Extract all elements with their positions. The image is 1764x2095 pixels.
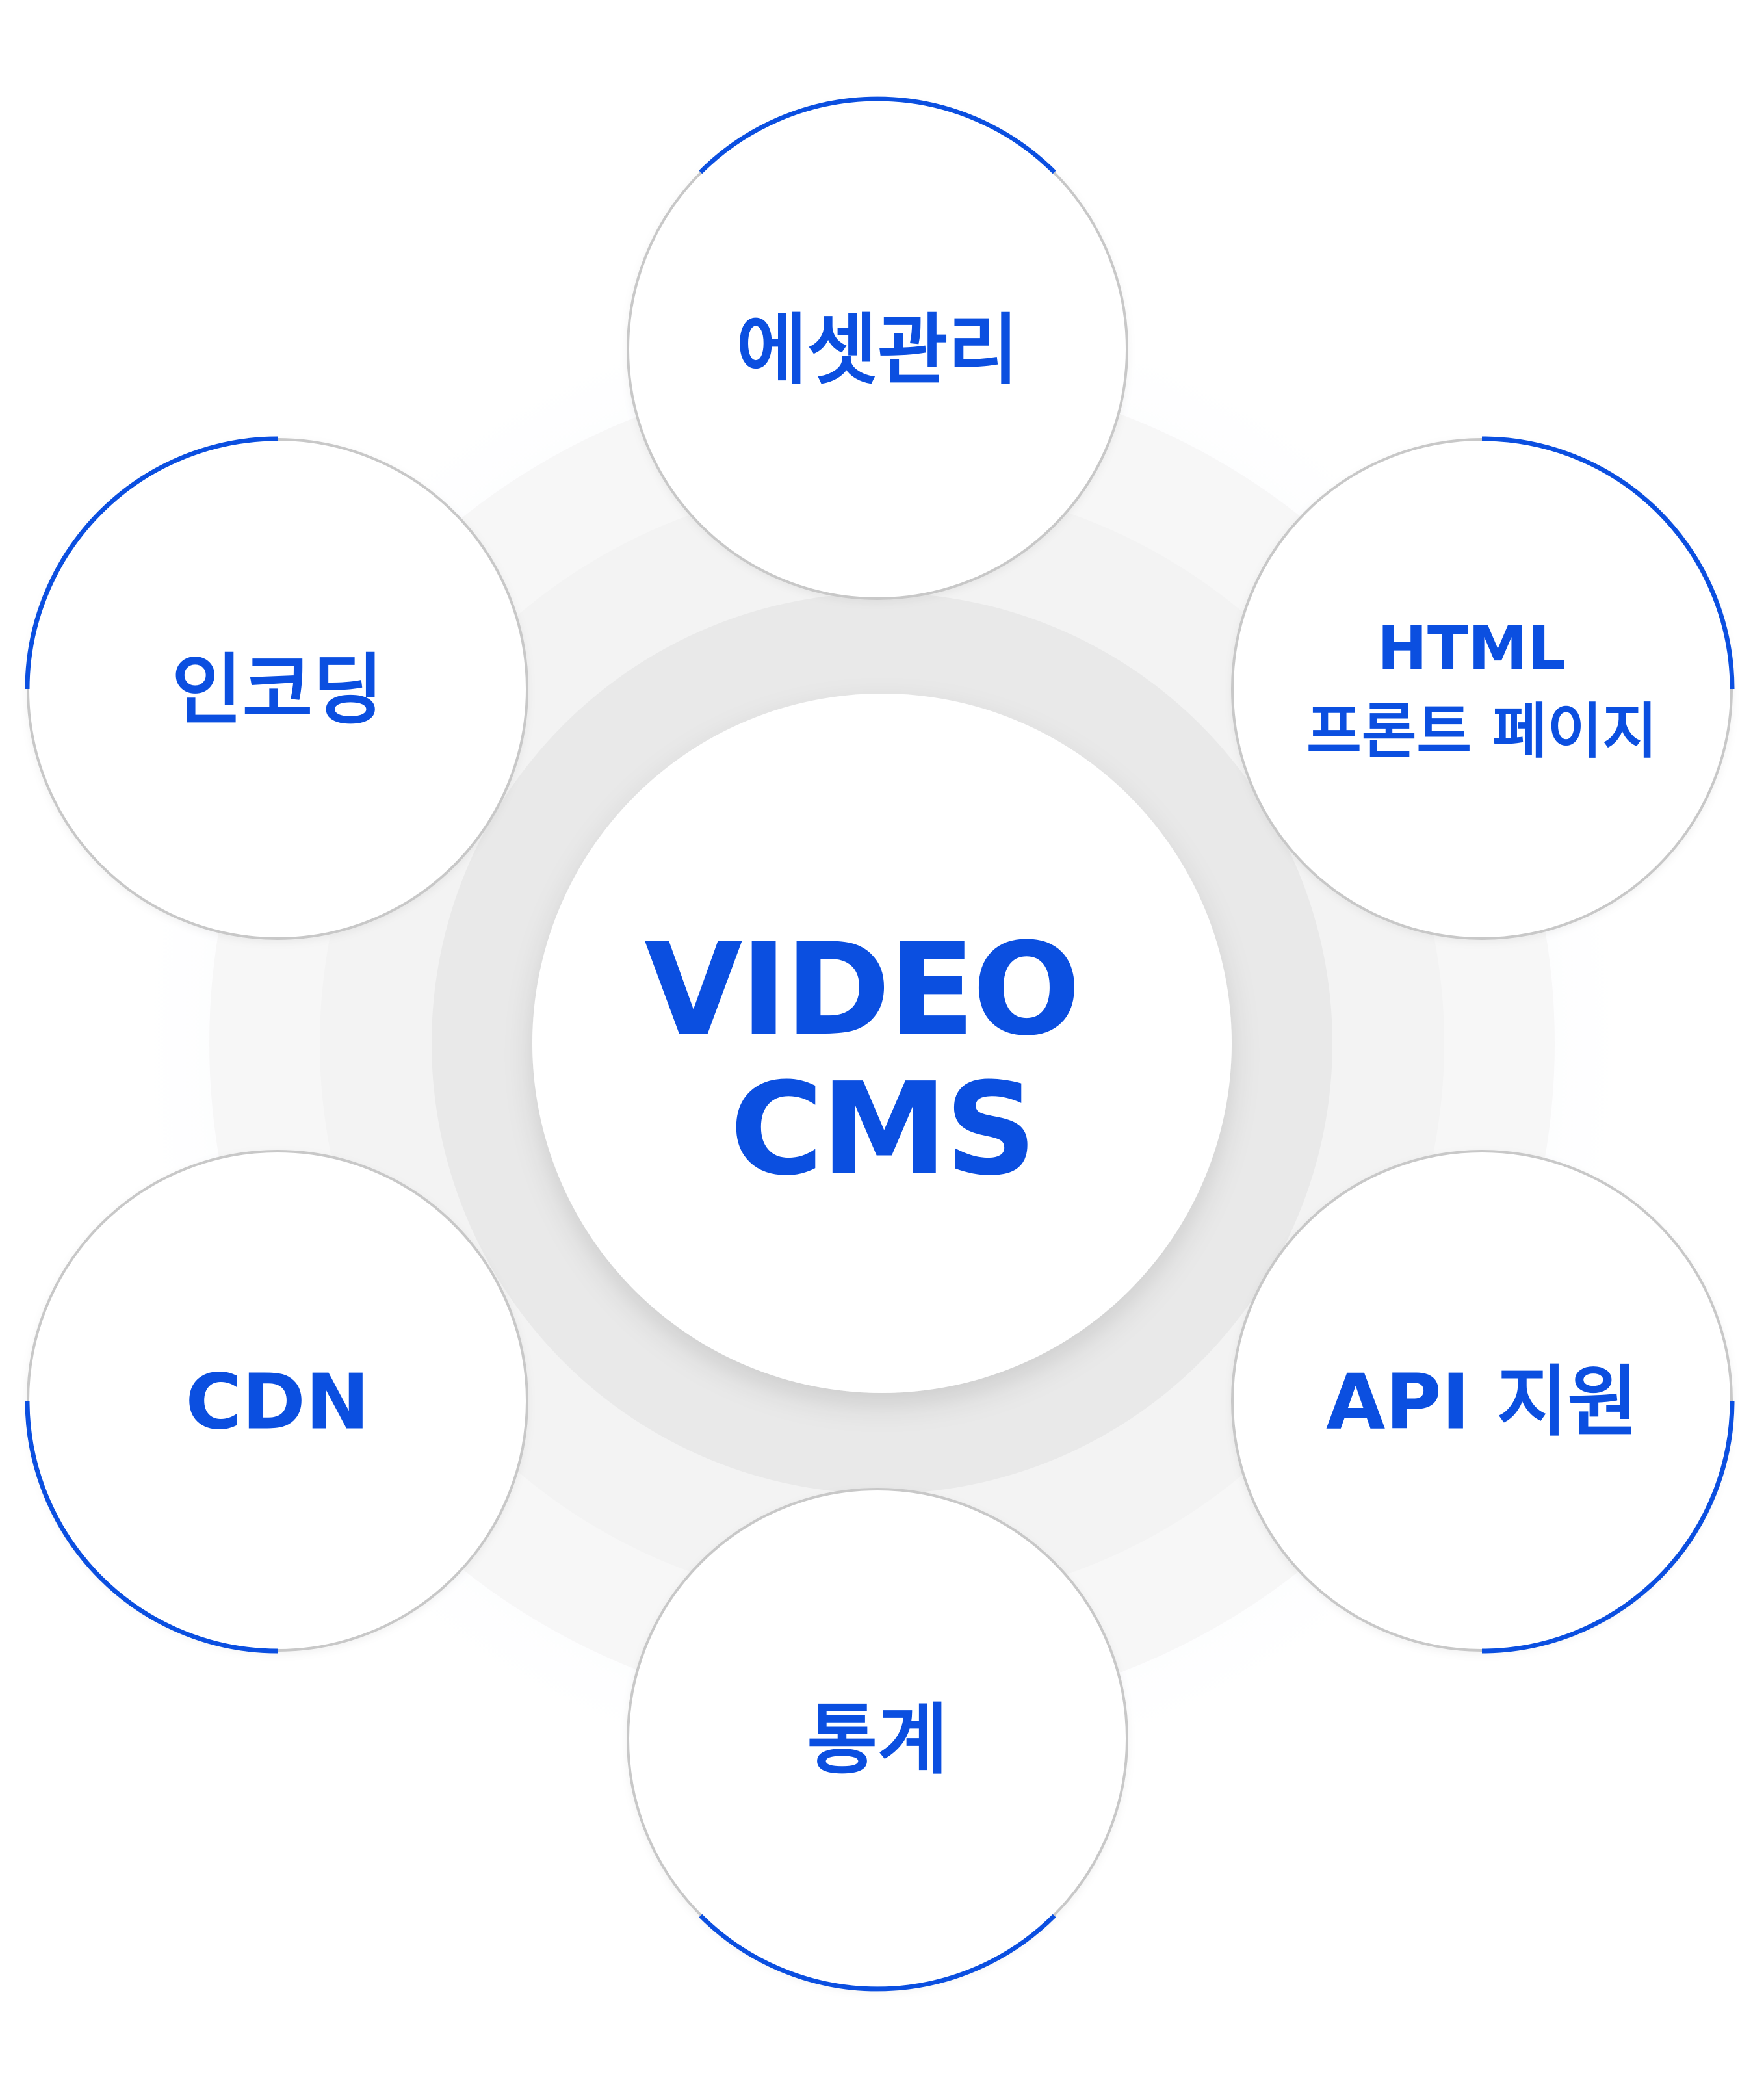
- node-label-line-1: API 지원: [1326, 1357, 1638, 1447]
- node-label-line-1: 인코딩: [172, 645, 383, 735]
- center-title-line-1: VIDEO: [644, 916, 1078, 1064]
- node-cdn: CDN: [25, 1150, 528, 1654]
- node-label: CDN: [185, 1357, 369, 1447]
- node-accent-arc: [699, 1914, 1056, 1992]
- node-circle: [1231, 438, 1733, 940]
- node-label-line-2: 프론트 페이지: [1306, 697, 1657, 766]
- node-api-support: API 지원: [1231, 1150, 1735, 1654]
- node-html-front-page: HTML 프론트 페이지: [1231, 436, 1735, 940]
- node-label: API 지원: [1326, 1357, 1638, 1447]
- node-label: 통계: [807, 1695, 948, 1785]
- node-label-line-1: HTML: [1377, 614, 1566, 683]
- node-statistics: 통계: [627, 1488, 1128, 1992]
- node-label: 에셋관리: [736, 306, 1018, 395]
- node-accent-arc: [1481, 436, 1735, 690]
- node-accent-arc: [1481, 1400, 1735, 1654]
- node-label-line-1: 통계: [807, 1695, 948, 1785]
- center-title-line-2: CMS: [730, 1056, 1034, 1204]
- node-accent-arc: [25, 1400, 278, 1654]
- center-circle: [532, 694, 1232, 1393]
- node-label-line-1: CDN: [185, 1357, 369, 1447]
- center-title: VIDEO CMS: [644, 916, 1120, 1204]
- node-encoding: 인코딩: [25, 436, 528, 940]
- node-asset-management: 에셋관리: [627, 96, 1128, 600]
- node-accent-arc: [699, 96, 1056, 174]
- node-label-line-1: 에셋관리: [736, 306, 1018, 395]
- node-accent-arc: [25, 436, 278, 690]
- node-label: HTML 프론트 페이지: [1306, 614, 1657, 766]
- node-label: 인코딩: [172, 645, 383, 735]
